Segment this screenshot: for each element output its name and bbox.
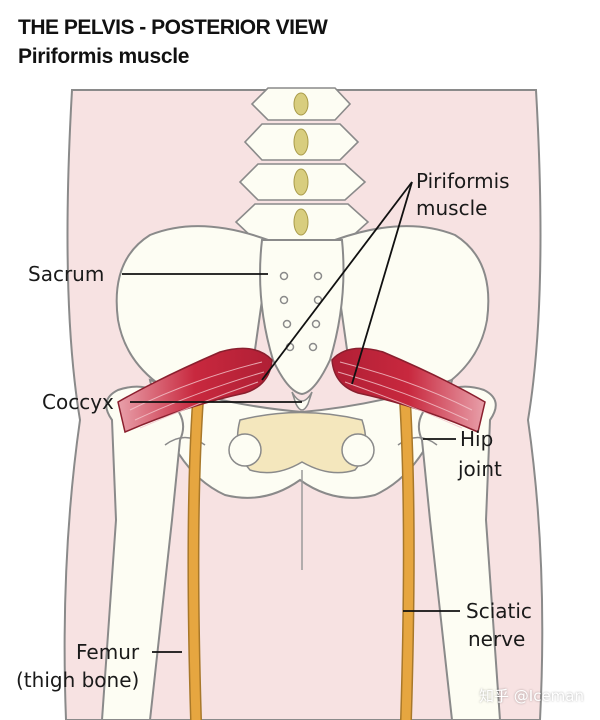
vertebra-discs bbox=[293, 92, 309, 236]
femur-label-line1: Femur bbox=[76, 640, 140, 664]
right-sciatic-nerve-core bbox=[400, 395, 414, 720]
piriformis-label-line2: muscle bbox=[416, 196, 488, 220]
piriformis-label-line1: Piriformis bbox=[416, 169, 510, 193]
piriformis-leader-left bbox=[261, 181, 413, 381]
left-obturator bbox=[228, 433, 262, 467]
diagram-title: THE PELVIS - POSTERIOR VIEW bbox=[18, 16, 328, 39]
coccyx-label: Coccyx bbox=[42, 390, 114, 414]
coccyx-bone bbox=[291, 391, 313, 411]
piriformis-leader-right bbox=[351, 181, 413, 385]
right-iliac-wing bbox=[333, 225, 490, 386]
femur-label-line2: (thigh bone) bbox=[16, 668, 140, 692]
hip-label-line2: joint bbox=[458, 457, 502, 481]
diagram-subtitle: Piriformis muscle bbox=[18, 45, 190, 68]
muscle-fibers bbox=[129, 361, 473, 429]
hip-label-line1: Hip bbox=[460, 427, 494, 451]
sciatic-label-line1: Sciatic bbox=[466, 599, 532, 623]
sacrum-label: Sacrum bbox=[28, 262, 105, 286]
leader-lines bbox=[122, 181, 460, 653]
right-obturator bbox=[341, 433, 375, 467]
left-sciatic-nerve-core bbox=[188, 395, 203, 720]
sciatic-label-line2: nerve bbox=[468, 627, 526, 651]
left-iliac-wing bbox=[115, 225, 270, 386]
watermark: 知乎 @Iceman bbox=[479, 687, 584, 705]
pelvic-opening bbox=[236, 411, 367, 474]
